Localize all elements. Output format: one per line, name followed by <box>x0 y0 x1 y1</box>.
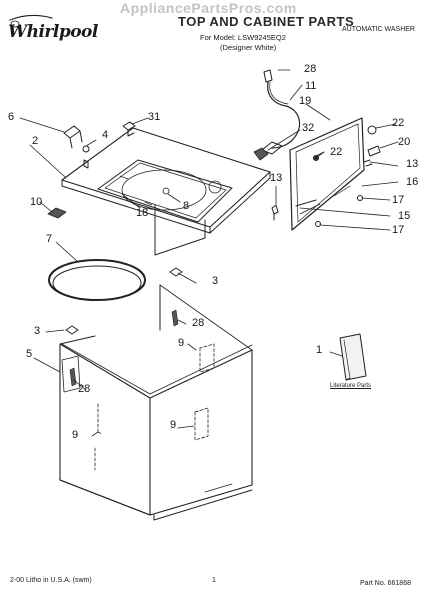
screw-28-middle <box>171 309 179 327</box>
lid-hardware <box>271 125 381 227</box>
page-number: 1 <box>212 577 216 584</box>
page-title: TOP AND CABINET PARTS <box>178 14 355 29</box>
appliance-type: AUTOMATIC WASHER <box>342 26 415 33</box>
footer-litho: 2-00 Litho in U.S.A. (swm) <box>10 577 92 584</box>
model-line: For Model: LSW9245EQ2 <box>200 33 286 42</box>
brand-logo: Whirlpool <box>8 22 98 42</box>
part-number: Part No. 661868 <box>360 580 411 587</box>
callout-28: 28 <box>304 63 317 75</box>
callout-17: 17 <box>392 194 405 206</box>
callout-6: 6 <box>8 111 15 123</box>
leader-lines <box>19 69 399 437</box>
literature-parts-label: Literature Parts <box>330 383 372 389</box>
callout-3: 3 <box>212 275 219 287</box>
callout-20: 20 <box>398 136 411 148</box>
callout-3-lower: 3 <box>34 325 41 337</box>
whirlpool-logo-swoosh <box>9 14 53 28</box>
callout-28-middle: 28 <box>192 317 205 329</box>
callout-22-lid: 22 <box>330 146 343 158</box>
callout-8: 8 <box>183 200 190 212</box>
washer-top-panel <box>61 127 271 256</box>
callout-9: 9 <box>178 337 185 349</box>
watermark: AppliancePartsPros.com <box>120 0 297 16</box>
clip-31 <box>122 121 136 137</box>
callout-19: 19 <box>299 95 312 107</box>
callout-17-lower: 17 <box>392 224 405 236</box>
pad-10 <box>47 207 67 219</box>
callout-10: 10 <box>30 196 43 208</box>
callout-13: 13 <box>270 172 283 184</box>
callout-9-lower: 9 <box>72 429 79 441</box>
lid-19 <box>289 117 365 231</box>
callout-2: 2 <box>32 135 39 147</box>
clip-3-lower <box>65 325 79 335</box>
callout-16: 16 <box>406 176 419 188</box>
color-line: (Designer White) <box>220 43 277 52</box>
callout-9-right: 9 <box>170 419 177 431</box>
callout-11: 11 <box>305 80 317 92</box>
literature-booklet <box>339 333 367 381</box>
screw-28-lower <box>69 367 77 387</box>
callout-4: 4 <box>102 129 109 141</box>
wire-harness-11 <box>261 69 301 155</box>
callout-28-lower: 28 <box>78 383 91 395</box>
callout-13-right: 13 <box>406 158 419 170</box>
hinge-bracket <box>63 125 90 169</box>
clip-3-upper <box>169 267 183 277</box>
callout-1: 1 <box>316 344 323 356</box>
callout-15: 15 <box>398 210 411 222</box>
callout-31: 31 <box>148 111 161 123</box>
callout-32: 32 <box>302 122 315 134</box>
tub-ring-7 <box>48 259 146 301</box>
callout-18: 18 <box>136 207 149 219</box>
callout-5: 5 <box>26 348 33 360</box>
washer-cabinet <box>59 284 253 521</box>
callout-7: 7 <box>46 233 53 245</box>
callout-22: 22 <box>392 117 405 129</box>
switch-32 <box>253 147 269 161</box>
